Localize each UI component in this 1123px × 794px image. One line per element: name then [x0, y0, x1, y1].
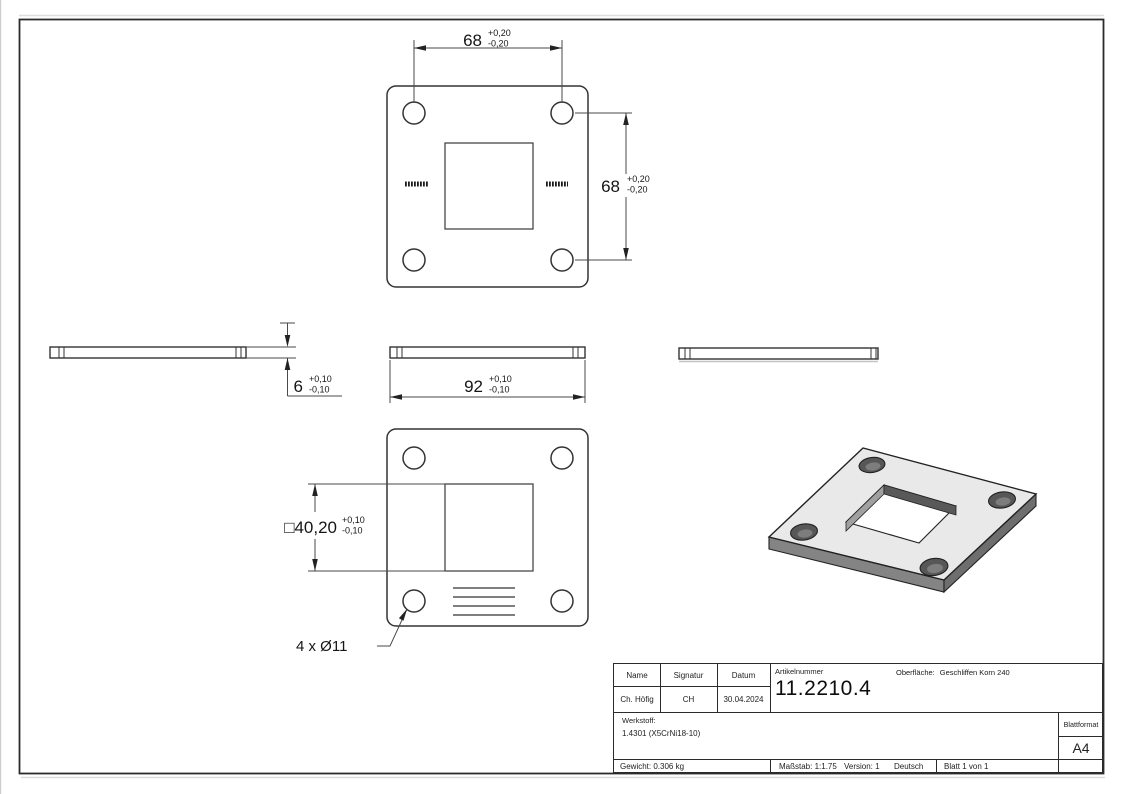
sheet-number: Blatt 1 von 1: [944, 762, 989, 771]
scale: Maßstab: 1:1.75: [779, 762, 837, 771]
iso-hole-wall-right: [883, 484, 957, 516]
side-view-left: [49, 346, 247, 359]
dim-arrow: [390, 394, 402, 400]
surface-label: Oberfläche:: [896, 668, 935, 677]
square-hole-outline: [444, 142, 534, 230]
name-header: Name: [626, 670, 648, 680]
iso-bolt-hole-shine: [797, 529, 813, 538]
sheet-format-label: Blattformat: [1063, 719, 1099, 729]
dim-plate-width: [389, 360, 586, 403]
side-view-right: [678, 347, 879, 363]
dim-arrow: [550, 45, 562, 51]
dim-hole-spacing-h-value: 68: [463, 31, 482, 50]
title-block-line: [717, 664, 719, 712]
plate-outline: [386, 428, 589, 627]
dim-arrow: [312, 559, 318, 571]
hole-circle: [550, 248, 574, 272]
signature-value: CH: [682, 694, 695, 704]
title-block-line: [770, 759, 772, 774]
bottom-view: [386, 428, 589, 627]
dim-plate-width-value: 92: [464, 377, 483, 396]
title-block-line: [770, 664, 772, 712]
dim-square-hole-tol-plus: +0,10: [342, 515, 365, 525]
side-view-middle: [389, 346, 586, 359]
hole-circle: [402, 248, 426, 272]
dim-hole-spacing-h: [413, 40, 563, 103]
drawing-frame: [18, 18, 1105, 775]
title-block-line: [936, 759, 938, 774]
dim-arrow: [623, 248, 629, 260]
dim-arrow: [284, 358, 291, 370]
hole-circle: [402, 589, 426, 613]
version: Version: 1: [844, 762, 880, 771]
dim-thickness: [246, 322, 342, 397]
dim-arrow: [414, 45, 426, 51]
dim-arrow: [284, 335, 291, 347]
dim-thickness-tol-minus: -0,10: [309, 385, 330, 395]
dim-hole-spacing-v-tol-plus: +0,20: [627, 174, 650, 184]
hole-callout-leader: [377, 608, 408, 647]
dim-plate-width-tol-plus: +0,10: [489, 374, 512, 384]
iso-bolt-hole-shine: [865, 462, 881, 471]
dim-square-hole-value: □40,20: [284, 518, 337, 537]
plate-outline: [386, 85, 589, 288]
isometric-view: [767, 447, 1038, 594]
surface-value: Geschliffen Korn 240: [939, 668, 1010, 677]
engraving-mark-right: [546, 181, 568, 187]
square-hole-outline: [444, 483, 534, 572]
top-view: [386, 85, 589, 288]
title-block-line: [660, 664, 662, 712]
hole-circle: [550, 446, 574, 470]
dim-hole-spacing-v-value: 68: [601, 177, 620, 196]
dim-hole-spacing-v-tol-minus: -0,20: [627, 185, 648, 195]
date-value: 30.04.2024: [723, 694, 764, 704]
material-label: Werkstoff:: [622, 716, 656, 725]
weight: Gewicht: 0.306 kg: [620, 762, 685, 771]
hole-callout-label: 4 x Ø11: [296, 638, 347, 655]
title-block-line: [614, 712, 1104, 714]
name-value: Ch. Höfig: [620, 694, 654, 704]
material-value: 1.4301 (X5CrNi18-10): [622, 729, 701, 738]
surface-finish: Oberfläche: Geschliffen Korn 240: [896, 668, 1010, 677]
dim-arrow: [623, 113, 629, 125]
dim-text-mask: [594, 174, 654, 197]
dim-plate-width-tol-minus: -0,10: [489, 385, 510, 395]
hole-circle: [402, 101, 426, 125]
hole-circle: [550, 101, 574, 125]
dim-arrow: [398, 609, 407, 621]
title-block-line: [1058, 712, 1060, 774]
hole-circle: [402, 446, 426, 470]
language: Deutsch: [894, 762, 924, 771]
signature-header: Signatur: [673, 670, 704, 680]
dim-thickness-tol-plus: +0,10: [309, 374, 332, 384]
iso-bolt-hole-shine: [995, 497, 1011, 506]
hole-circle: [550, 589, 574, 613]
dim-arrow: [573, 394, 585, 400]
article-number-label: Artikelnummer: [775, 667, 824, 676]
title-block-line: [614, 686, 770, 688]
date-header: Datum: [731, 670, 756, 680]
dim-square-hole-tol-minus: -0,10: [342, 526, 363, 536]
dim-arrow: [312, 484, 318, 496]
dim-text-mask: [262, 512, 370, 539]
dim-hole-spacing-h-tol-plus: +0,20: [488, 28, 511, 38]
dim-hole-spacing-h-tol-minus: -0,20: [488, 39, 509, 49]
title-block: Name Signatur Datum Ch. Höfig CH 30.04.2…: [613, 663, 1104, 774]
sheet-format-value: A4: [1072, 739, 1090, 756]
engraving-mark-left: [405, 181, 429, 187]
title-block-line: [614, 759, 1104, 761]
title-block-line: [1058, 736, 1104, 738]
article-number: 11.2210.4: [775, 677, 872, 700]
marking-lines: [453, 587, 515, 616]
iso-bolt-hole-shine: [927, 563, 943, 574]
dim-thickness-value: 6: [294, 377, 303, 396]
